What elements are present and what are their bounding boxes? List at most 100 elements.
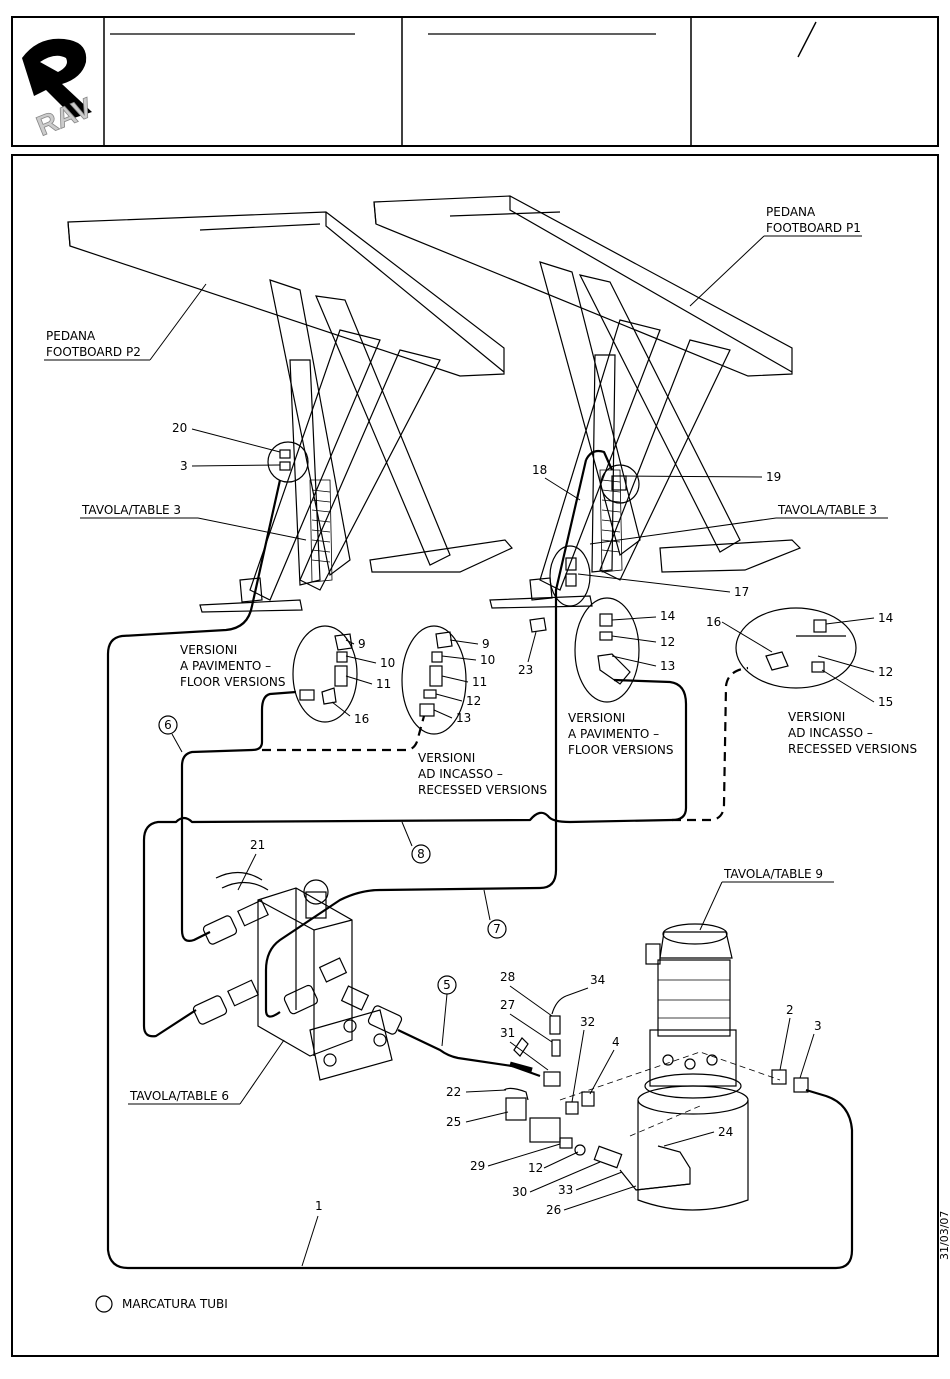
- pipe-mark-7-text: 7: [493, 922, 501, 936]
- cable-34: [551, 995, 567, 1015]
- fittings-left-cylinder: [279, 449, 291, 471]
- callout-27: 27: [500, 998, 515, 1012]
- pipe-network: [106, 449, 854, 1270]
- callout-32: 32: [580, 1015, 595, 1029]
- pipe-6-recessed: [262, 715, 426, 752]
- fittings-floor-left: [299, 633, 353, 705]
- callout-16-recessed: 16: [706, 615, 721, 629]
- callout-12-bottom: 12: [528, 1161, 543, 1175]
- callout-1: 1: [315, 1199, 323, 1213]
- detail-circle-17: [549, 545, 591, 607]
- recessed-right-line2: AD INCASSO –: [788, 726, 873, 740]
- rav-logo: RAV: [22, 38, 97, 142]
- callout-3-right: 3: [814, 1019, 822, 1033]
- callouts: 20 3 18 19 17 23 9 10 11 16 9 10 11 12 1…: [172, 421, 893, 1267]
- callout-12-recessed: 12: [878, 665, 893, 679]
- callout-10-left: 10: [380, 656, 395, 670]
- cable-22: [503, 1087, 529, 1101]
- callout-17: 17: [734, 585, 749, 599]
- fittings-recessed-right: [765, 619, 846, 673]
- title-block: [11, 16, 939, 147]
- label-recessed-mid: VERSIONI AD INCASSO – RECESSED VERSIONS: [418, 751, 547, 797]
- label-floor-left: VERSIONI A PAVIMENTO – FLOOR VERSIONS: [180, 643, 286, 689]
- callout-3-left: 3: [180, 459, 188, 473]
- pipe-8-recessed: [672, 666, 749, 822]
- pipe-mark-7: 7: [487, 919, 507, 939]
- callout-30: 30: [512, 1185, 527, 1199]
- pipe-mark-6: 6: [158, 715, 178, 735]
- pipe-mark-5-text: 5: [443, 978, 451, 992]
- logo-text: RAV: [32, 92, 97, 142]
- callout-13-floor: 13: [660, 659, 675, 673]
- callout-33: 33: [558, 1183, 573, 1197]
- part-23: [529, 617, 547, 633]
- pipe-mark-5: 5: [437, 975, 457, 995]
- label-table9: TAVOLA/TABLE 9: [699, 867, 834, 931]
- pipe-1: [106, 479, 854, 1270]
- detail-floor-left: [292, 625, 358, 723]
- callout-29: 29: [470, 1159, 485, 1173]
- callout-14-floor: 14: [660, 609, 675, 623]
- callout-4: 4: [612, 1035, 620, 1049]
- power-unit: [559, 923, 781, 1211]
- callout-25: 25: [446, 1115, 461, 1129]
- callout-21: 21: [250, 838, 265, 852]
- callout-26: 26: [546, 1203, 561, 1217]
- p1-italian: PEDANA: [766, 205, 816, 219]
- callout-11-mid: 11: [472, 675, 487, 689]
- label-footboard-p2: PEDANA FOOTBOARD P2: [44, 283, 207, 361]
- callout-22: 22: [446, 1085, 461, 1099]
- table9-text: TAVOLA/TABLE 9: [723, 867, 823, 881]
- callout-15: 15: [878, 695, 893, 709]
- pipe-26: [619, 1169, 691, 1191]
- detail-recessed-right: [735, 607, 857, 689]
- control-block: [192, 871, 403, 1081]
- callout-34: 34: [590, 973, 605, 987]
- table3-right-text: TAVOLA/TABLE 3: [777, 503, 877, 517]
- callout-31: 31: [500, 1026, 515, 1040]
- floor-left-line2: A PAVIMENTO –: [180, 659, 271, 673]
- detail-floor-right: [574, 597, 640, 703]
- pipe-mark-8: 8: [411, 844, 431, 864]
- label-recessed-right: VERSIONI AD INCASSO – RECESSED VERSIONS: [788, 710, 917, 756]
- drawing-frame: [11, 154, 939, 1357]
- recessed-mid-line2: AD INCASSO –: [418, 767, 503, 781]
- label-table3-left: TAVOLA/TABLE 3: [80, 503, 307, 541]
- label-table3-right: TAVOLA/TABLE 3: [589, 503, 888, 545]
- lift-left: [67, 211, 513, 613]
- callout-20: 20: [172, 421, 187, 435]
- callout-11-left: 11: [376, 677, 391, 691]
- table6-text: TAVOLA/TABLE 6: [129, 1089, 229, 1103]
- callout-23: 23: [518, 663, 533, 677]
- callout-9-left: 9: [358, 637, 366, 651]
- pipe-7: [264, 449, 614, 1018]
- label-footboard-p1: PEDANA FOOTBOARD P1: [689, 205, 862, 307]
- callout-18: 18: [532, 463, 547, 477]
- fittings-floor-right: [597, 613, 631, 685]
- floor-right-line3: FLOOR VERSIONS: [568, 743, 674, 757]
- recessed-right-line1: VERSIONI: [788, 710, 845, 724]
- pipe-mark-6-text: 6: [164, 718, 172, 732]
- date-stamp: 31/03/07: [938, 1211, 950, 1260]
- callout-10-mid: 10: [480, 653, 495, 667]
- floor-left-line1: VERSIONI: [180, 643, 237, 657]
- callout-2: 2: [786, 1003, 794, 1017]
- recessed-right-line3: RECESSED VERSIONS: [788, 742, 917, 756]
- sheet-number-slash: [797, 21, 817, 58]
- callout-9-mid: 9: [482, 637, 490, 651]
- pipe-5: [397, 1029, 541, 1078]
- detail-circle-19: [600, 464, 640, 504]
- legend-circle-icon: [95, 1295, 113, 1313]
- recessed-mid-line1: VERSIONI: [418, 751, 475, 765]
- pipe-8: [142, 678, 688, 1038]
- lift-right: [373, 195, 802, 609]
- p2-italian: PEDANA: [46, 329, 96, 343]
- floor-right-line1: VERSIONI: [568, 711, 625, 725]
- callout-12-floor: 12: [660, 635, 675, 649]
- detail-recessed-mid: [401, 625, 467, 735]
- table3-left-text: TAVOLA/TABLE 3: [81, 503, 181, 517]
- callout-12-mid: 12: [466, 694, 481, 708]
- callout-28: 28: [500, 970, 515, 984]
- callout-14-recessed: 14: [878, 611, 893, 625]
